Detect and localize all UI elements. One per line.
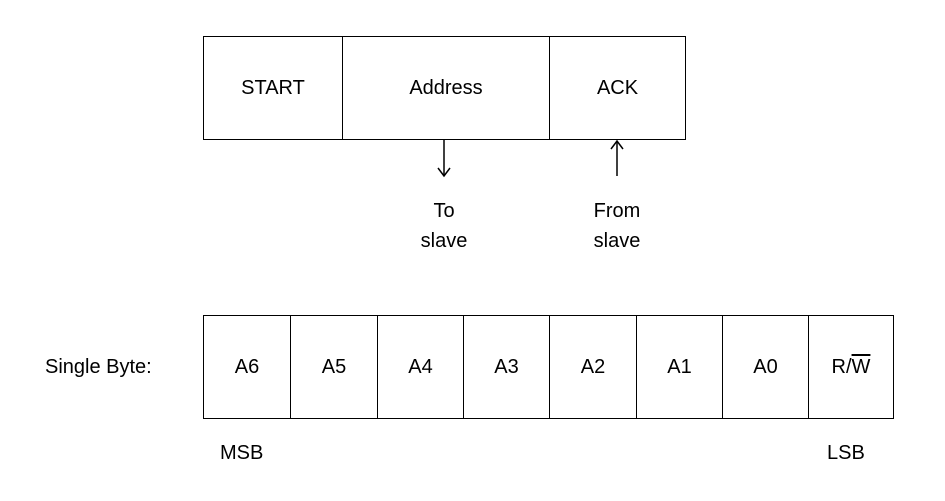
to-slave-line2: slave [420,230,468,252]
i2c-frame: START Address ACK [203,36,686,140]
bit-a6: A6 [234,355,260,378]
bit-a5: A5 [290,316,377,418]
bit-a3: A3 [463,316,549,418]
bit-a4: A4 [377,316,463,418]
rw-write-overlined: W [851,355,871,378]
from-slave-line1: From [593,200,641,222]
bit-a2: A2 [549,316,636,418]
bit-a1: A1 [636,316,722,418]
to-slave-line1: To [433,200,455,222]
address-byte: A6 A5 A4 A3 A2 A1 A0 R/W [203,315,894,419]
frame-address-cell: Address [342,37,549,139]
frame-start-cell: START [241,76,305,99]
bit-rw: R/W [808,316,893,418]
to-slave-note: To slave [404,196,484,256]
frame-ack-cell: ACK [549,37,685,139]
msb-label: MSB [220,442,264,464]
from-slave-note: From slave [572,196,662,256]
bit-a0: A0 [722,316,808,418]
from-slave-arrow [610,139,624,176]
rw-read: R/ [831,355,852,378]
single-byte-label: Single Byte: [45,356,152,378]
from-slave-line2: slave [593,230,641,252]
to-slave-arrow [437,140,451,178]
lsb-label: LSB [827,442,865,464]
